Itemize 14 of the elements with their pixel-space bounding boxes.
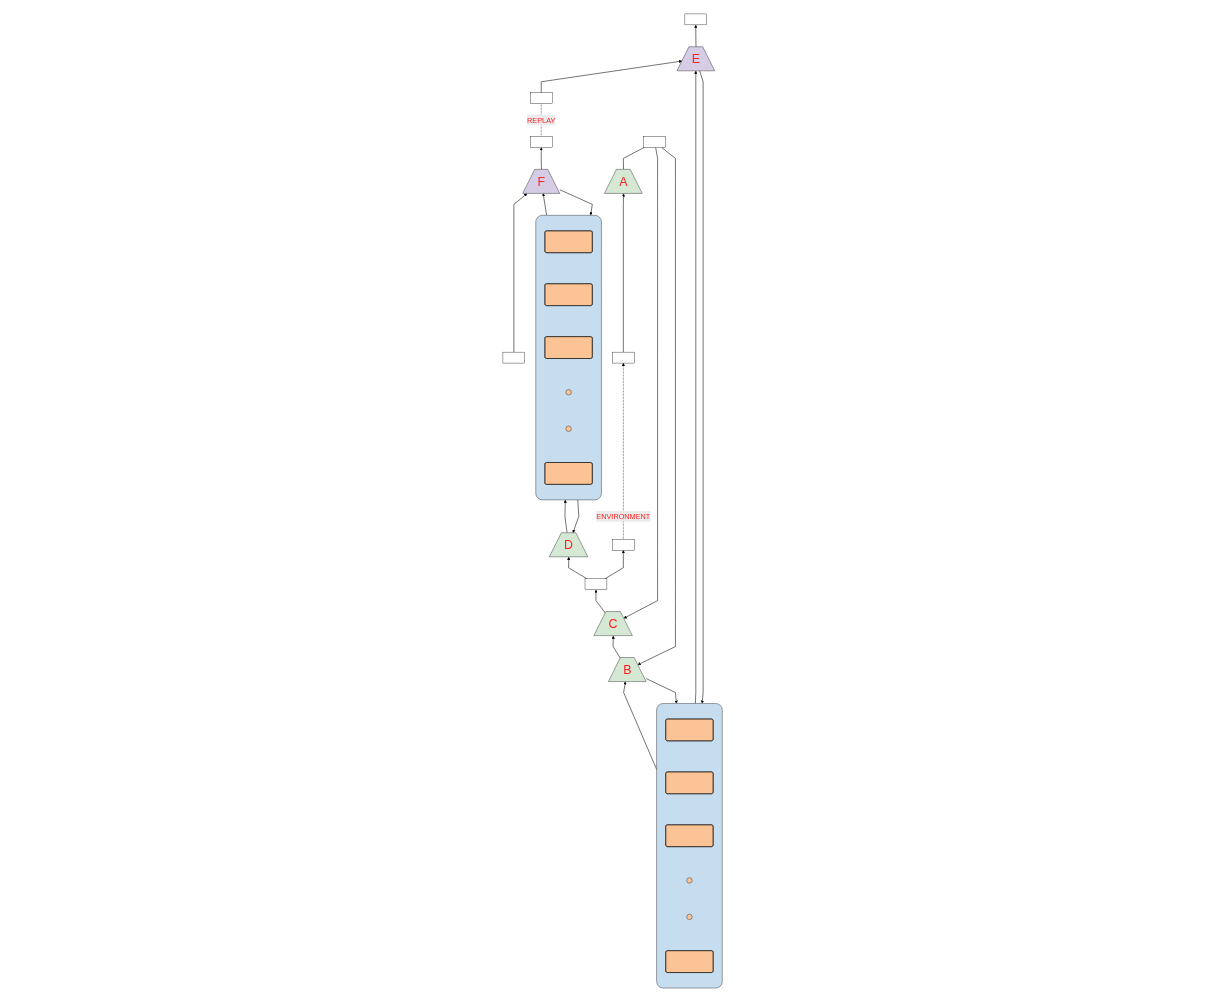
- node-circle: [686, 877, 693, 884]
- node-circle: [566, 425, 572, 432]
- node-box: [685, 13, 708, 26]
- node-box: [530, 92, 553, 104]
- node-circle: [686, 914, 693, 920]
- cluster: [656, 703, 723, 989]
- node-box: [612, 351, 635, 364]
- node-box: [503, 351, 526, 364]
- node-box: [530, 136, 553, 148]
- node-circle: [566, 389, 572, 396]
- node-box: [612, 539, 635, 551]
- node-box: [643, 136, 667, 148]
- cluster: [535, 215, 602, 501]
- node-box: [585, 578, 608, 590]
